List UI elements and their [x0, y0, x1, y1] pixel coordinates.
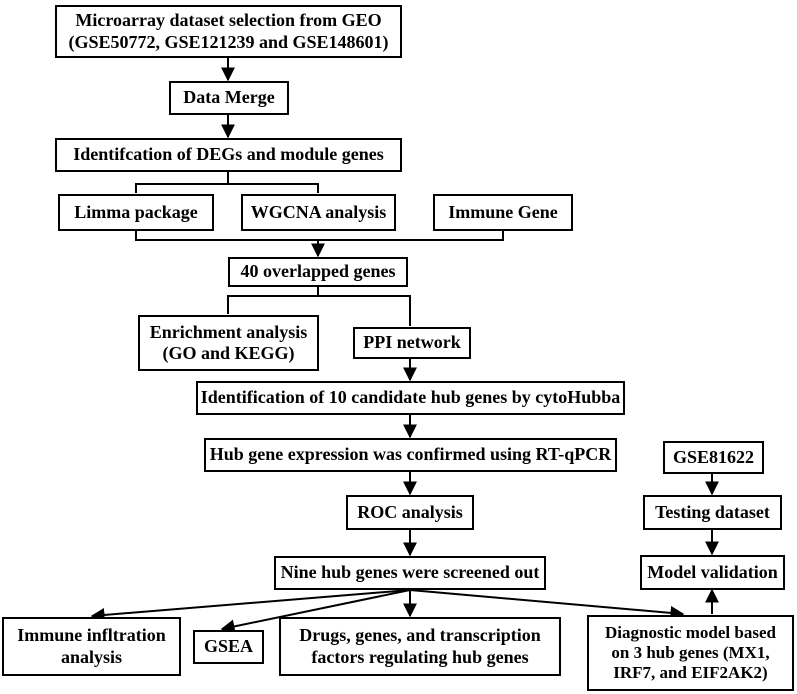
arrow-nine-to-diagnostic — [409, 589, 685, 620]
node-gsea: GSEA — [193, 630, 264, 664]
node-enrichment-analysis: Enrichment analysis (GO and KEGG) — [138, 315, 319, 371]
bracket-overlapped — [227, 295, 411, 326]
node-testing-dataset: Testing dataset — [643, 495, 782, 530]
node-nine-hub-genes: Nine hub genes were screened out — [274, 556, 546, 590]
node-rt-qpcr: Hub gene expression was confirmed using … — [204, 438, 617, 472]
node-gse81622: GSE81622 — [663, 441, 764, 474]
node-dataset-selection: Microarray dataset selection from GEO (G… — [55, 5, 402, 58]
node-roc-analysis: ROC analysis — [346, 495, 474, 530]
node-identification-degs: Identifcation of DEGs and module genes — [55, 138, 402, 172]
node-data-merge: Data Merge — [169, 81, 289, 115]
arrow-nine-to-immune — [90, 589, 411, 622]
arrow-nine-to-gsea — [220, 589, 411, 634]
node-wgcna-analysis: WGCNA analysis — [241, 194, 396, 231]
bracket-merge-overlapped — [135, 231, 504, 241]
node-overlapped-genes: 40 overlapped genes — [228, 257, 408, 287]
node-immune-infiltration: Immune infltration analysis — [2, 617, 181, 676]
bracket-identification — [135, 183, 319, 193]
node-limma-package: Limma package — [58, 194, 214, 231]
node-candidate-hub-genes: Identification of 10 candidate hub genes… — [196, 381, 625, 415]
node-diagnostic-model: Diagnostic model based on 3 hub genes (M… — [587, 615, 794, 691]
node-ppi-network: PPI network — [353, 327, 471, 359]
node-drugs-genes-tf: Drugs, genes, and transcription factors … — [279, 617, 561, 676]
node-model-validation: Model validation — [640, 555, 785, 590]
node-immune-gene: Immune Gene — [433, 194, 573, 231]
